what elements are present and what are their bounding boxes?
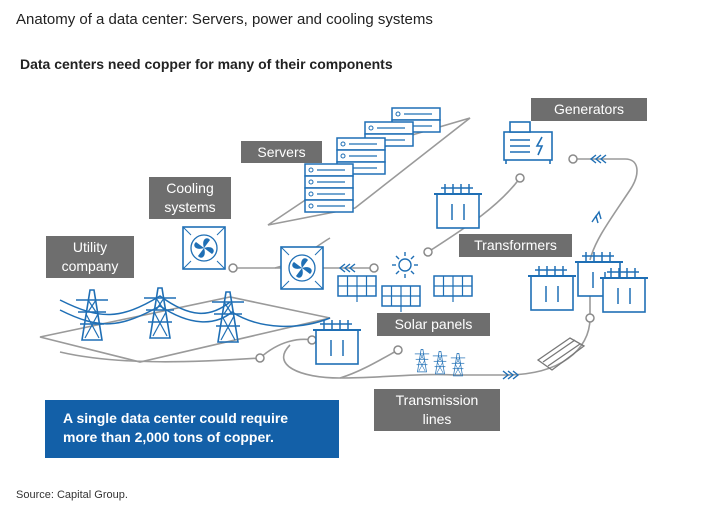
- diagram-subtitle: Data centers need copper for many of the…: [20, 56, 393, 72]
- generators-label: Generators: [531, 98, 647, 121]
- direction-arrows: [338, 154, 607, 380]
- connection-nodes: [228, 154, 595, 363]
- fan-icon: [182, 226, 324, 290]
- generator-icon: [503, 121, 553, 164]
- copper-callout: A single data center could require more …: [45, 400, 339, 458]
- transformers-label: Transformers: [459, 234, 572, 257]
- page-title: Anatomy of a data center: Servers, power…: [16, 11, 433, 28]
- cable-conduit: [536, 337, 586, 371]
- callout-line-1: A single data center could require: [63, 410, 289, 426]
- utility-towers: [59, 287, 331, 343]
- transformer-icon: [312, 183, 649, 365]
- transmission-tower-icon: [414, 349, 466, 377]
- solar-panels-label: Solar panels: [377, 313, 490, 336]
- transmission-lines-label: Transmission lines: [374, 389, 500, 431]
- cooling-systems-label: Cooling systems: [149, 177, 231, 219]
- server-rack-icon: [304, 107, 441, 213]
- servers-label: Servers: [241, 141, 322, 163]
- sun-icon: [392, 252, 418, 278]
- utility-company-label: Utility company: [46, 236, 134, 278]
- source-note: Source: Capital Group.: [16, 489, 128, 501]
- callout-line-2: more than 2,000 tons of copper.: [63, 429, 274, 445]
- solar-panel-icon: [337, 275, 473, 313]
